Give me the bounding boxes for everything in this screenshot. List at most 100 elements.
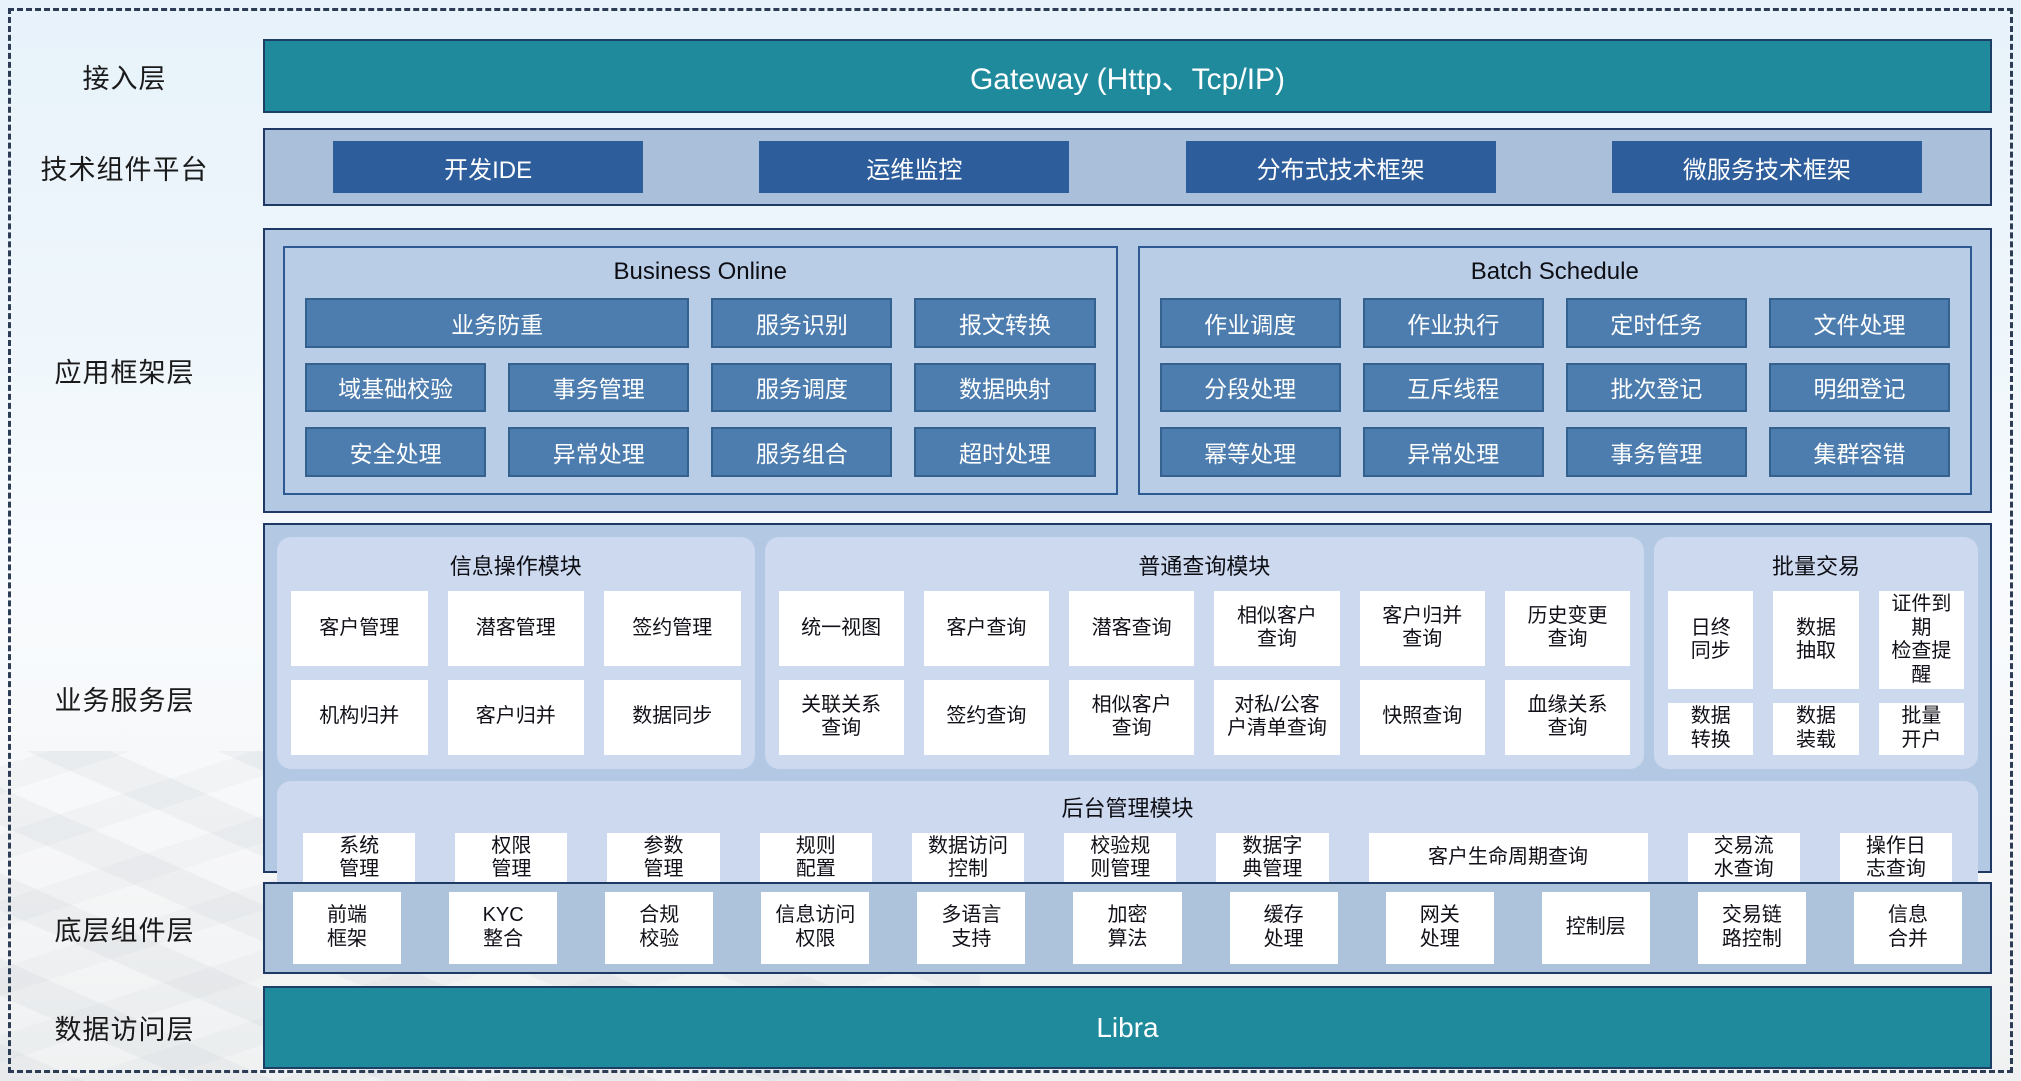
- business-online-group: Business Online 业务防重 服务识别 报文转换 域基础校验 事务管…: [283, 246, 1118, 495]
- service-card: 数据 抽取: [1773, 591, 1859, 690]
- fw-block: 定时任务: [1565, 298, 1747, 348]
- gateway-bar: Gateway (Http、Tcp/IP): [263, 39, 1992, 113]
- base-card: 前端 框架: [293, 892, 402, 964]
- fw-block: 事务管理: [508, 362, 690, 413]
- service-card: 潜客查询: [1069, 591, 1195, 666]
- fw-block: 分段处理: [1159, 362, 1341, 413]
- service-card: 证件到期 检查提醒: [1878, 591, 1964, 690]
- batch-schedule-title: Batch Schedule: [1470, 258, 1639, 285]
- fw-block: 互斥线程: [1362, 362, 1544, 413]
- fw-block: 域基础校验: [305, 362, 487, 413]
- common-query-module: 普通查询模块 统一视图 客户查询 潜客查询 相似客户 查询 客户归并 查询 历史…: [764, 537, 1645, 769]
- service-card: 客户归并: [447, 679, 584, 755]
- service-card: 潜客管理: [447, 591, 584, 666]
- batch-transaction-module: 批量交易 日终 同步 数据 抽取 证件到期 检查提醒 数据 转换 数据 装载 批…: [1654, 537, 1978, 769]
- tech-block-ops-monitor: 运维监控: [759, 141, 1070, 193]
- base-card: 合规 校验: [605, 892, 714, 964]
- fw-block: 异常处理: [508, 427, 690, 477]
- tech-block-microservice-framework: 微服务技术框架: [1611, 141, 1922, 193]
- batch-schedule-group: Batch Schedule 作业调度 作业执行 定时任务 文件处理 分段处理 …: [1137, 246, 1972, 495]
- common-query-module-title: 普通查询模块: [1138, 554, 1271, 579]
- business-service-panel: 信息操作模块 客户管理 潜客管理 签约管理 机构归并 客户归并 数据同步 普通查…: [263, 523, 1992, 896]
- service-card: 关联关系 查询: [778, 679, 904, 755]
- service-card: 数据访问 控制: [911, 832, 1025, 884]
- service-card: 批量 开户: [1878, 703, 1964, 755]
- service-card: 签约查询: [923, 679, 1050, 755]
- batch-transaction-module-title: 批量交易: [1772, 554, 1861, 579]
- info-operation-module: 信息操作模块 客户管理 潜客管理 签约管理 机构归并 客户归并 数据同步: [277, 537, 755, 769]
- service-card: 客户归并 查询: [1359, 591, 1485, 666]
- service-card: 客户生命周期查询: [1368, 832, 1648, 884]
- service-card: 校验规 则管理: [1064, 832, 1177, 884]
- service-card: 相似客户 查询: [1069, 679, 1195, 755]
- backend-admin-module-title: 后台管理模块: [1061, 795, 1194, 821]
- business-service-row: 业务服务层 信息操作模块 客户管理 潜客管理 签约管理 机构归并 客户归并 数据…: [12, 523, 1992, 896]
- tech-platform-label: 技术组件平台: [40, 154, 209, 185]
- fw-block: 幂等处理: [1159, 427, 1341, 477]
- fw-block: 批次登记: [1565, 362, 1747, 413]
- fw-block: 明细登记: [1768, 362, 1950, 413]
- fw-block: 作业调度: [1159, 298, 1341, 348]
- base-card: 控制层: [1541, 892, 1650, 964]
- service-card: 参数 管理: [607, 832, 720, 884]
- base-card: 网关 处理: [1385, 892, 1494, 964]
- access-layer-row: 接入层 Gateway (Http、Tcp/IP): [12, 39, 1992, 113]
- service-card: 操作日 志查询: [1839, 832, 1952, 884]
- tech-platform-panel: 开发IDE 运维监控 分布式技术框架 微服务技术框架: [263, 128, 1992, 206]
- service-card: 数据同步: [604, 679, 741, 755]
- business-online-title: Business Online: [613, 258, 787, 285]
- business-service-label: 业务服务层: [54, 685, 195, 716]
- base-components-label: 底层组件层: [54, 915, 195, 946]
- batch-schedule-grid: 作业调度 作业执行 定时任务 文件处理 分段处理 互斥线程 批次登记 明细登记 …: [1159, 298, 1950, 477]
- service-card: 客户管理: [291, 591, 428, 666]
- service-card: 数据字 典管理: [1216, 832, 1329, 884]
- backend-admin-module: 后台管理模块 系统 管理 权限 管理 参数 管理 规则 配置 数据访问 控制 校…: [277, 780, 1978, 896]
- service-card: 血缘关系 查询: [1504, 679, 1631, 755]
- fw-block: 报文转换: [914, 298, 1096, 348]
- service-card: 历史变更 查询: [1504, 591, 1631, 666]
- fw-block: 安全处理: [305, 427, 487, 477]
- info-operation-module-title: 信息操作模块: [449, 554, 582, 579]
- fw-block: 服务组合: [711, 427, 893, 477]
- service-card: 对私/公客 户清单查询: [1214, 679, 1340, 755]
- base-card: 信息访问 权限: [761, 892, 870, 964]
- fw-block: 集群容错: [1768, 427, 1950, 477]
- service-card: 相似客户 查询: [1214, 591, 1340, 666]
- data-access-label: 数据访问层: [54, 1015, 195, 1045]
- tech-block-dev-ide: 开发IDE: [333, 141, 644, 193]
- service-card: 签约管理: [604, 591, 741, 666]
- base-card: 加密 算法: [1073, 892, 1182, 964]
- base-card: 多语言 支持: [917, 892, 1026, 964]
- service-card: 权限 管理: [455, 832, 568, 884]
- service-card: 数据 装载: [1773, 703, 1859, 755]
- fw-block: 文件处理: [1768, 298, 1950, 348]
- service-card: 系统 管理: [303, 832, 416, 884]
- access-layer-label: 接入层: [82, 63, 167, 94]
- data-access-row: 数据访问层 Libra: [12, 986, 1992, 1069]
- fw-block: 业务防重: [305, 298, 690, 348]
- business-online-grid: 业务防重 服务识别 报文转换 域基础校验 事务管理 服务调度 数据映射 安全处理…: [305, 298, 1096, 477]
- app-framework-row: 应用框架层 Business Online 业务防重 服务识别 报文转换 域基础…: [12, 228, 1992, 513]
- service-card: 机构归并: [291, 679, 428, 755]
- fw-block: 事务管理: [1565, 427, 1747, 477]
- fw-block: 异常处理: [1362, 427, 1544, 477]
- app-framework-label: 应用框架层: [54, 358, 195, 388]
- service-card: 数据 转换: [1668, 703, 1754, 755]
- fw-block: 服务调度: [711, 362, 893, 413]
- fw-block: 超时处理: [914, 427, 1096, 477]
- service-card: 客户查询: [923, 591, 1050, 666]
- fw-block: 数据映射: [914, 362, 1096, 413]
- service-card: 日终 同步: [1668, 591, 1754, 690]
- fw-block: 作业执行: [1362, 298, 1544, 348]
- service-card: 交易流 水查询: [1687, 832, 1800, 884]
- base-card: 缓存 处理: [1229, 892, 1338, 964]
- base-card: 交易链 路控制: [1697, 892, 1806, 964]
- service-card: 规则 配置: [759, 832, 872, 884]
- service-card: 快照查询: [1359, 679, 1485, 755]
- libra-bar: Libra: [263, 986, 1992, 1069]
- service-card: 统一视图: [778, 591, 904, 666]
- app-framework-panel: Business Online 业务防重 服务识别 报文转换 域基础校验 事务管…: [263, 228, 1992, 513]
- base-card: KYC 整合: [449, 892, 558, 964]
- fw-block: 服务识别: [711, 298, 893, 348]
- tech-platform-row: 技术组件平台 开发IDE 运维监控 分布式技术框架 微服务技术框架: [12, 128, 1992, 206]
